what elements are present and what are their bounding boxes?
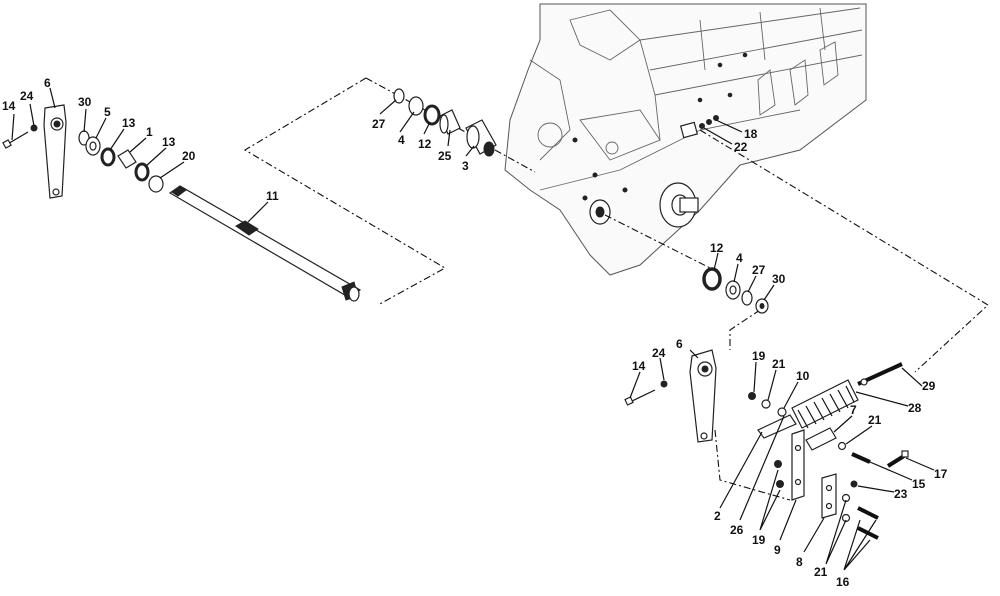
snap-ring-part (741, 290, 753, 306)
callout-9: 9 (774, 543, 781, 557)
callout-5: 5 (104, 105, 111, 119)
callout-24: 24 (652, 346, 666, 360)
callout-6: 6 (44, 76, 51, 90)
callout-27: 27 (372, 117, 386, 131)
machine-frame (504, 3, 867, 276)
seal-ring-part (702, 267, 722, 291)
bushing-part (117, 149, 137, 169)
bolt-part (624, 389, 656, 406)
callout-13: 13 (122, 116, 136, 130)
bolt-part (2, 131, 29, 149)
link-plate-part (805, 427, 837, 451)
frame-fasteners (679, 115, 719, 139)
spring-part (791, 379, 859, 429)
callout-16: 16 (836, 575, 850, 589)
callout-28: 28 (908, 401, 922, 415)
lower-bearing-parts (702, 267, 769, 314)
bracket-part (821, 473, 837, 519)
nut-part (774, 460, 782, 468)
callout-12: 12 (418, 137, 432, 151)
seal-ring-part (134, 162, 150, 182)
callout-10: 10 (796, 369, 810, 383)
washer-part (837, 441, 847, 451)
callout-4: 4 (736, 251, 743, 265)
nut-part (660, 380, 668, 388)
callout-8: 8 (796, 555, 803, 569)
bolt-part (851, 452, 871, 464)
callout-19: 19 (752, 349, 766, 363)
callout-2: 2 (714, 509, 721, 523)
callout-20: 20 (182, 149, 196, 163)
seal-ring-part (423, 104, 441, 126)
callout-14: 14 (2, 99, 16, 113)
callout-25: 25 (438, 149, 452, 163)
snap-ring-part (393, 88, 405, 104)
callout-29: 29 (922, 379, 936, 393)
snap-ring-part (148, 175, 164, 193)
callout-3: 3 (462, 159, 469, 173)
drive-shaft-part (168, 185, 362, 302)
washer-part (408, 96, 424, 116)
callout-labels: 14 24 6 30 5 13 1 13 20 11 27 4 12 25 3 … (2, 76, 948, 589)
callout-4: 4 (398, 133, 405, 147)
seal-ring-part (100, 147, 116, 167)
bracket-part (791, 429, 805, 501)
callout-15: 15 (912, 477, 926, 491)
callout-7: 7 (850, 403, 857, 417)
rod-part (857, 362, 903, 386)
callout-21: 21 (868, 413, 882, 427)
callout-26: 26 (730, 523, 744, 537)
callout-17: 17 (934, 467, 948, 481)
callout-30: 30 (78, 95, 92, 109)
callout-6: 6 (676, 337, 683, 351)
callout-24: 24 (20, 89, 34, 103)
bolt-part (886, 450, 909, 468)
callout-23: 23 (894, 487, 908, 501)
nut-part (748, 392, 756, 400)
callout-21: 21 (772, 357, 786, 371)
washer-part (841, 513, 851, 523)
leader-lines (11, 87, 935, 571)
callout-12: 12 (710, 241, 724, 255)
callout-21: 21 (814, 565, 828, 579)
callout-1: 1 (146, 125, 153, 139)
nut-part (776, 480, 784, 488)
left-lever-assembly (2, 104, 362, 302)
callout-11: 11 (266, 189, 279, 203)
callout-27: 27 (752, 263, 766, 277)
nut-part (850, 480, 858, 488)
callout-22: 22 (734, 140, 748, 154)
callout-19: 19 (752, 533, 766, 547)
callout-13: 13 (162, 135, 176, 149)
link-plate-part (757, 414, 797, 439)
callout-30: 30 (772, 272, 786, 286)
upper-bearing-parts (393, 88, 497, 157)
callout-14: 14 (632, 359, 646, 373)
washer-part (761, 399, 771, 409)
right-lever-assembly (624, 349, 909, 540)
callout-18: 18 (744, 127, 758, 141)
